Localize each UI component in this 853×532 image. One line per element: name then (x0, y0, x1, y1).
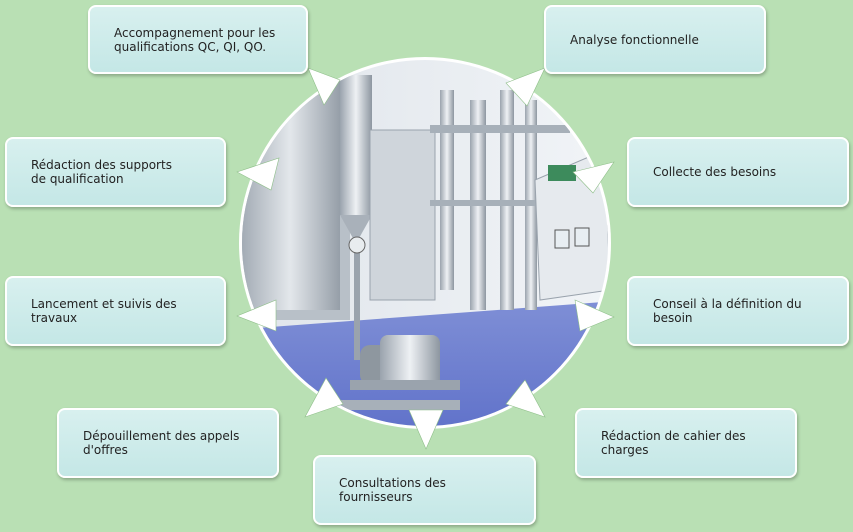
step-label: Collecte des besoins (653, 165, 777, 179)
step-specification-writing: Rédaction de cahier des charges (575, 408, 797, 478)
step-functional-analysis: Analyse fonctionnelle (544, 5, 766, 74)
arrow-3 (236, 157, 280, 191)
arrow-6 (574, 299, 615, 332)
step-qualification-documents: Rédaction des supports de qualification (5, 137, 226, 207)
step-label: Dépouillement des appels d'offres (83, 429, 240, 457)
step-label: Rédaction des supports de qualification (31, 158, 172, 186)
arrow-5 (236, 299, 277, 332)
arrow-7 (304, 377, 344, 418)
step-qualification-support: Accompagnement pour les qualifications Q… (88, 5, 308, 74)
step-needs-definition-advice: Conseil à la définition du besoin (627, 276, 849, 346)
step-label: Lancement et suivis des travaux (31, 297, 177, 325)
step-label: Rédaction de cahier des charges (601, 429, 746, 457)
arrow-4 (572, 161, 615, 194)
step-label: Analyse fonctionnelle (570, 32, 699, 47)
step-label: Consultations des fournisseurs (339, 476, 446, 504)
step-works-launch: Lancement et suivis des travaux (5, 276, 226, 346)
step-tender-analysis: Dépouillement des appels d'offres (57, 408, 279, 478)
step-label: Conseil à la définition du besoin (653, 297, 802, 325)
arrow-1 (307, 67, 341, 106)
step-supplier-consultation: Consultations des fournisseurs (313, 455, 536, 525)
step-label: Accompagnement pour les qualifications Q… (114, 26, 276, 54)
arrow-8 (505, 379, 546, 418)
step-needs-collection: Collecte des besoins (627, 137, 849, 207)
arrow-9 (408, 409, 444, 450)
arrow-2 (505, 67, 546, 107)
